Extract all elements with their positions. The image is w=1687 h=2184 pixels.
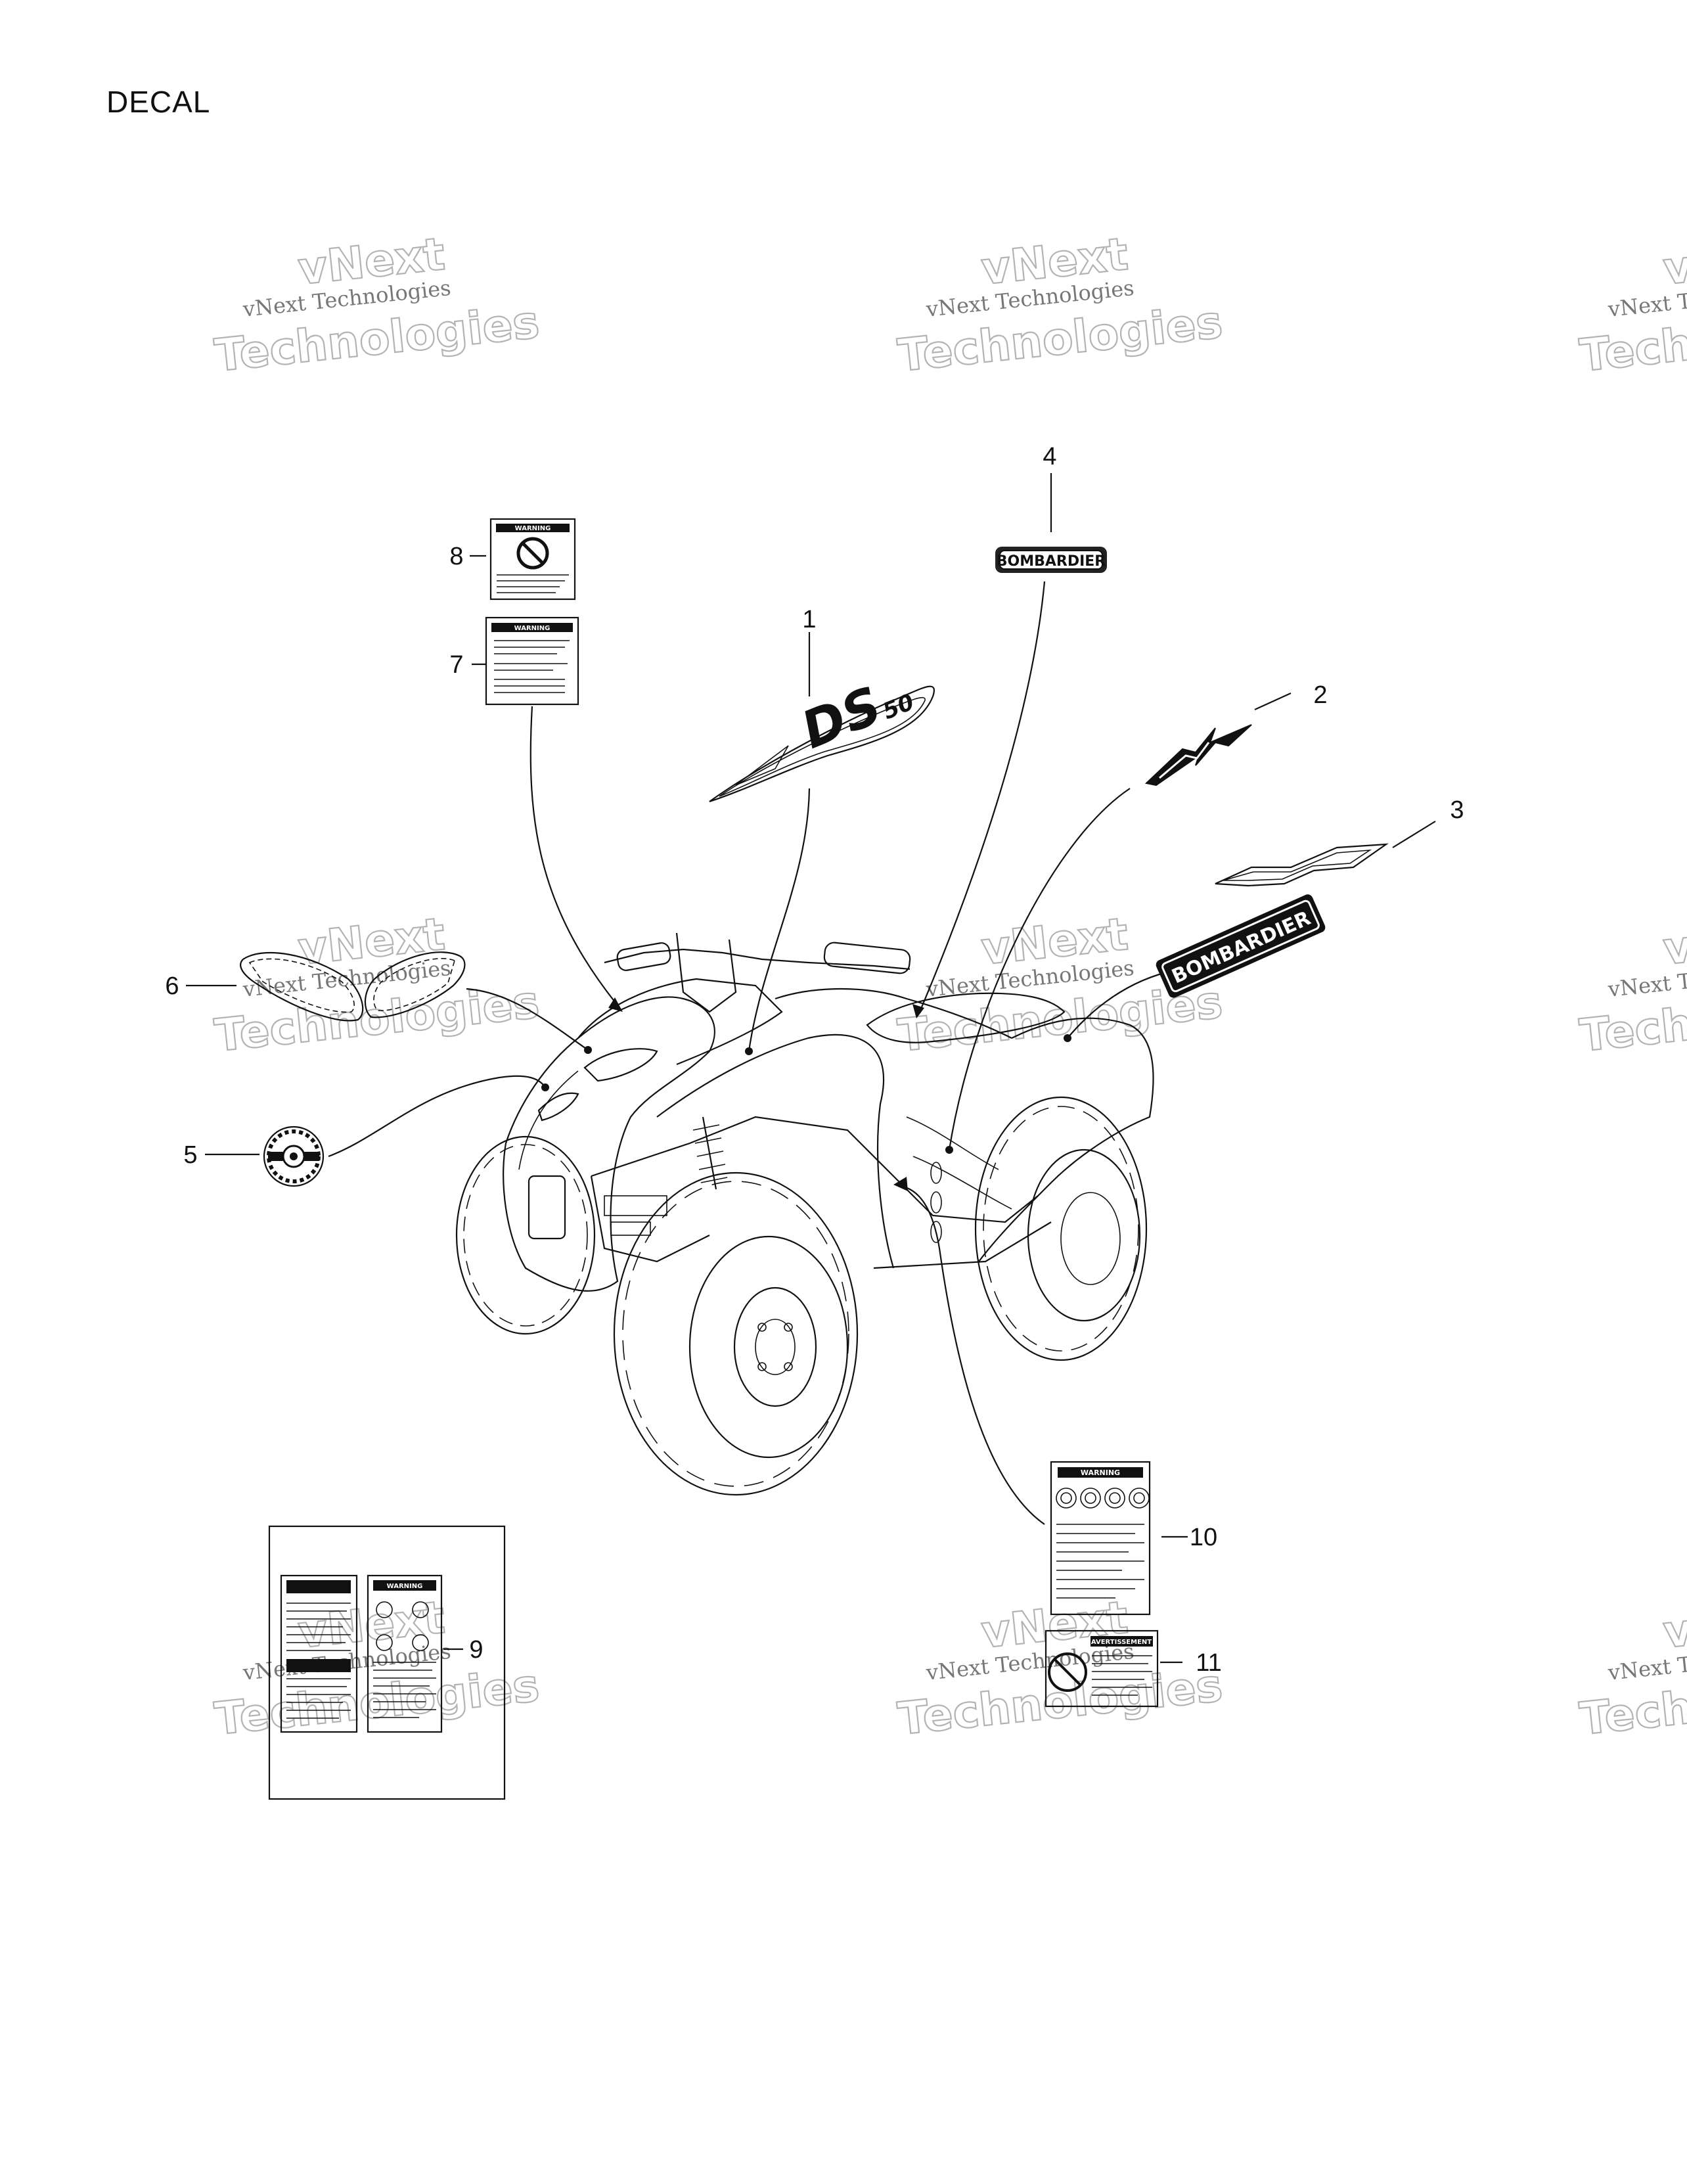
atv-illustration (455, 932, 1154, 1496)
callout-6: 6 (165, 972, 179, 1000)
decal-headlight-pair (240, 951, 466, 1022)
bombardier-small-text: BOMBARDIER (997, 553, 1106, 570)
watermark: vNext vNext Technologies Technologies (1577, 228, 1687, 383)
callout-2: 2 (1313, 681, 1327, 709)
leader-lines (186, 473, 1436, 1664)
callout-numbers: 1 2 3 4 5 6 7 8 9 10 11 (165, 443, 1464, 1677)
page-title: DECAL (106, 85, 211, 119)
rear-wheel (974, 1096, 1148, 1361)
watermark: vNext vNext Technologies Technologies (895, 228, 1226, 383)
svg-text:AVERTISSEMENT: AVERTISSEMENT (1091, 1639, 1152, 1646)
callout-5: 5 (183, 1141, 197, 1169)
callout-1: 1 (802, 606, 816, 633)
watermark: vNext vNext Technologies Technologies (212, 1591, 543, 1746)
front-right-wheel (613, 1172, 859, 1496)
decal-bombardier-plate: BOMBARDIER (995, 547, 1107, 573)
watermark: vNext vNext Technologies Technologies (895, 1591, 1226, 1746)
decal-warning-label-7: WARNING (485, 616, 579, 706)
callout-8: 8 (449, 543, 463, 570)
decal-bombardier-bolt: BOMBARDIER (1156, 843, 1389, 998)
callout-3: 3 (1450, 796, 1464, 824)
decal-round-emblem (263, 1126, 325, 1187)
decal-warning-label-8: WARNING (489, 518, 576, 601)
decal-ds50: DS 50 (709, 676, 935, 803)
front-left-wheel (455, 1135, 596, 1335)
callout-4: 4 (1043, 443, 1056, 470)
watermark: vNext vNext Technologies Technologies (1577, 908, 1687, 1063)
svg-text:vNext: vNext (1661, 1592, 1687, 1659)
svg-text:WARNING: WARNING (514, 625, 551, 632)
ds-text: DS (794, 676, 889, 761)
decal-label-kit-9: WARNING (268, 1525, 506, 1800)
decal-warning-label-10: WARNING (1050, 1461, 1151, 1616)
svg-text:vNext: vNext (1661, 229, 1687, 296)
callout-10: 10 (1190, 1524, 1217, 1551)
callout-9: 9 (469, 1636, 483, 1664)
watermark: vNext vNext Technologies Technologies (1577, 1591, 1687, 1746)
decal-lightning-bolt (1144, 724, 1252, 786)
watermark: vNext vNext Technologies Technologies (212, 228, 543, 383)
svg-text:WARNING: WARNING (515, 525, 551, 532)
callout-7: 7 (449, 651, 463, 679)
svg-text:WARNING: WARNING (387, 1583, 423, 1590)
watermarks: vNext vNext Technologies Technologies vN… (212, 228, 1687, 1746)
callout-11: 11 (1196, 1649, 1221, 1677)
svg-text:vNext: vNext (1661, 909, 1687, 976)
svg-text:WARNING: WARNING (1081, 1468, 1120, 1477)
decal-avertissement-label-11: AVERTISSEMENT (1045, 1629, 1159, 1708)
